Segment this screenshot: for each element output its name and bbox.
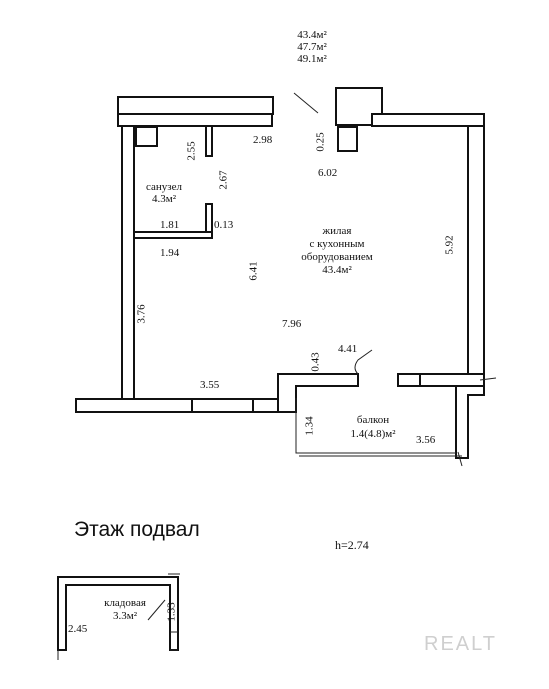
area-with-balcony: 49.1м²	[297, 53, 327, 65]
dim-2-55: 2.55	[185, 141, 198, 161]
balcony-outline	[295, 398, 456, 454]
bathroom-label: санузел	[145, 181, 182, 193]
top-right-corner	[335, 87, 383, 126]
top-wall-left	[117, 113, 273, 127]
bath-partition-bottom	[133, 231, 213, 239]
bath-shaft	[135, 126, 158, 147]
balcony-window	[191, 398, 254, 413]
dim-1-34: 1.34	[303, 416, 316, 436]
dim-7-96: 7.96	[282, 318, 302, 330]
bottom-step	[277, 373, 359, 413]
storage-door	[147, 599, 166, 621]
living-area-total: 43.4м²	[297, 29, 327, 41]
area-leader	[293, 92, 319, 114]
dim-6-02: 6.02	[318, 167, 338, 179]
door-swing	[354, 349, 373, 375]
total-area: 47.7м²	[297, 41, 327, 53]
dim-0-25: 0.25	[314, 132, 327, 152]
right-wall	[467, 113, 485, 387]
dim-1-94: 1.94	[160, 247, 180, 259]
living-label-1: жилая	[322, 225, 352, 237]
riser	[337, 126, 358, 152]
right-wall-top	[371, 113, 485, 127]
dim-2-67: 2.67	[217, 170, 230, 190]
storage-area: 3.3м²	[112, 610, 137, 622]
living-area: 43.4м²	[322, 264, 352, 276]
balcony-right-wall	[455, 385, 485, 459]
dim-1-81: 1.81	[160, 219, 180, 231]
dim-1-33: 1.33	[165, 602, 178, 622]
bottom-wall-left	[75, 398, 193, 413]
balcony-door-window	[397, 373, 421, 387]
balcony-area: 1.4(4.8)м²	[350, 428, 396, 440]
realt-watermark: REALT	[424, 633, 497, 655]
dim-3-56: 3.56	[416, 434, 436, 446]
bottom-right-stub	[419, 373, 485, 387]
ceiling-height: h=2.74	[335, 538, 369, 552]
bath-partition-top	[205, 125, 213, 157]
dim-2-45: 2.45	[68, 623, 88, 635]
floor-title: Этаж подвал	[74, 518, 200, 541]
bathroom-area: 4.3м²	[151, 193, 176, 205]
living-label-3: оборудованием	[301, 251, 373, 263]
storage-wall	[57, 576, 179, 651]
bath-partition-mid	[205, 203, 213, 236]
dim-4-41: 4.41	[338, 343, 358, 355]
storage-label: кладовая	[104, 597, 146, 609]
living-label-2: с кухонным	[309, 238, 365, 250]
dim-0-13: 0.13	[214, 219, 234, 231]
dim-3-76: 3.76	[135, 304, 148, 324]
balcony-label: балкон	[356, 414, 390, 426]
dim-2-98: 2.98	[253, 134, 273, 146]
dim-0-43: 0.43	[309, 352, 322, 372]
dim-3-55: 3.55	[200, 379, 220, 391]
top-window	[117, 96, 274, 115]
dim-5-92: 5.92	[443, 235, 456, 255]
left-wall	[121, 125, 135, 400]
dim-6-41: 6.41	[247, 261, 260, 281]
